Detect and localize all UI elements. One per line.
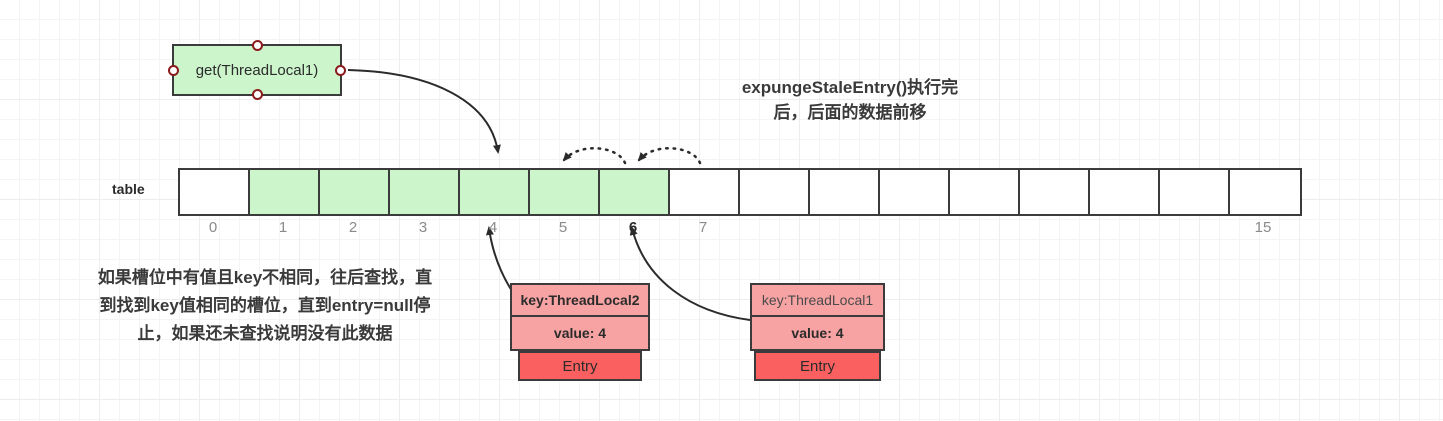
table-index-8 xyxy=(738,219,808,241)
table-index-6: 6 xyxy=(628,219,638,236)
side-line-2: 到找到key值相同的槽位，直到entry=null停 xyxy=(99,296,431,315)
table-index-14 xyxy=(1158,219,1228,241)
edge-shift-7-to-6 xyxy=(637,147,702,165)
table-cell-1[interactable] xyxy=(250,170,320,214)
entry-value-label: value: 4 xyxy=(510,317,650,351)
anchor-point-bottom[interactable] xyxy=(251,89,263,100)
anchor-point-top[interactable] xyxy=(251,40,263,51)
entry-type-label: Entry xyxy=(518,351,642,381)
table-cell-7[interactable] xyxy=(670,170,740,214)
table-index-12 xyxy=(1018,219,1088,241)
entry-box-threadlocal1[interactable]: key:ThreadLocal1 value: 4 Entry xyxy=(750,283,885,381)
table-index-1: 1 xyxy=(278,219,288,236)
table-cell-11[interactable] xyxy=(950,170,1020,214)
get-call-label: get(ThreadLocal1) xyxy=(195,61,319,79)
anchor-point-right[interactable] xyxy=(335,64,346,76)
title-line-2: 后，后面的数据前移 xyxy=(773,103,927,122)
table-index-13 xyxy=(1088,219,1158,241)
entry-key-label: key:ThreadLocal1 xyxy=(750,283,885,317)
table-index-7: 7 xyxy=(698,219,708,236)
table-index-4: 4 xyxy=(488,219,498,236)
table-index-3: 3 xyxy=(418,219,428,236)
side-annotation: 如果槽位中有值且key不相同，往后查找，直 到找到key值相同的槽位，直到ent… xyxy=(45,264,485,348)
table-index-11 xyxy=(948,219,1018,241)
table-cell-5[interactable] xyxy=(530,170,600,214)
title-annotation: expungeStaleEntry()执行完 后，后面的数据前移 xyxy=(700,75,1000,125)
entry-type-label: Entry xyxy=(754,351,881,381)
edge-shift-6-to-5 xyxy=(562,147,627,165)
get-call-box[interactable]: get(ThreadLocal1) xyxy=(168,40,346,100)
table-index-10 xyxy=(878,219,948,241)
table-cell-3[interactable] xyxy=(390,170,460,214)
anchor-point-left[interactable] xyxy=(168,64,179,76)
table-index-labels: 0 1 2 3 4 5 6 7 15 xyxy=(178,219,1298,241)
table-cells xyxy=(178,168,1302,216)
table-cell-9[interactable] xyxy=(810,170,880,214)
side-line-1: 如果槽位中有值且key不相同，往后查找，直 xyxy=(97,268,433,287)
edge-get-to-slot4 xyxy=(347,69,501,154)
table-label: table xyxy=(112,181,145,197)
table-cell-12[interactable] xyxy=(1020,170,1090,214)
side-line-3: 止，如果还未查找说明没有此数据 xyxy=(137,324,393,343)
table-cell-8[interactable] xyxy=(740,170,810,214)
table-cell-13[interactable] xyxy=(1090,170,1160,214)
table-index-2: 2 xyxy=(348,219,358,236)
table-cell-15[interactable] xyxy=(1230,170,1300,214)
table-cell-4[interactable] xyxy=(460,170,530,214)
table-cell-6[interactable] xyxy=(600,170,670,214)
table-cell-10[interactable] xyxy=(880,170,950,214)
entry-value-label: value: 4 xyxy=(750,317,885,351)
table-cell-2[interactable] xyxy=(320,170,390,214)
title-line-1: expungeStaleEntry()执行完 xyxy=(741,78,959,97)
table-index-9 xyxy=(808,219,878,241)
table-cell-14[interactable] xyxy=(1160,170,1230,214)
entry-box-threadlocal2[interactable]: key:ThreadLocal2 value: 4 Entry xyxy=(510,283,650,381)
table-index-5: 5 xyxy=(558,219,568,236)
table-cell-0[interactable] xyxy=(180,170,250,214)
entry-key-label: key:ThreadLocal2 xyxy=(510,283,650,317)
table-index-15: 15 xyxy=(1254,219,1272,236)
table-index-0: 0 xyxy=(208,219,218,236)
